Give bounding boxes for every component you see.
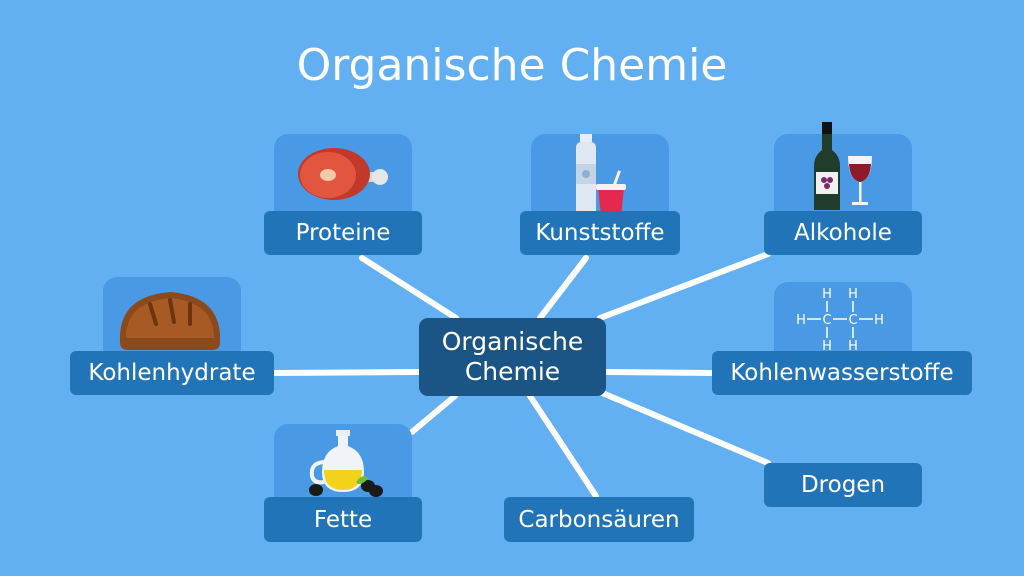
ethane-structure-icon: H H H C C H H H (796, 287, 884, 354)
formula-h-left: H (796, 313, 806, 328)
wine-bottle-glass-icon (814, 122, 872, 210)
ham-icon (298, 148, 388, 200)
link-drogen (597, 389, 771, 466)
oil-jug-olives-icon (309, 430, 383, 497)
center-node-line2: Chemie (464, 357, 561, 386)
link-fette (409, 393, 458, 435)
formula-h-bottom-left: H (822, 339, 832, 354)
alkohole-tile (774, 134, 912, 224)
link-alkohole (597, 251, 771, 321)
fette-label: Fette (264, 497, 422, 542)
kohlenhydrate-label: Kohlenhydrate (70, 351, 274, 395)
kohlenwasserstoffe-label: Kohlenwasserstoffe (712, 351, 972, 395)
formula-c-left: C (822, 313, 831, 328)
formula-h-top-left: H (822, 287, 832, 302)
formula-h-top-right: H (848, 287, 858, 302)
kunststoffe-label: Kunststoffe (520, 211, 680, 255)
link-kohlenhydrate (272, 369, 422, 376)
diagram-title: Organische Chemie (296, 40, 728, 91)
proteine-label: Proteine (264, 211, 422, 255)
bread-icon (119, 292, 221, 350)
link-carbonsaeuren (527, 393, 599, 499)
formula-h-bottom-right: H (848, 339, 858, 354)
link-kunststoffe (537, 255, 589, 321)
plastic-bottle-cup-icon (576, 134, 626, 216)
formula-h-right: H (874, 313, 884, 328)
carbonsaeuren-label: Carbonsäuren (504, 497, 694, 542)
alkohole-label: Alkohole (764, 211, 922, 255)
center-node: Organische Chemie (419, 318, 606, 396)
formula-c-right: C (848, 313, 857, 328)
center-node-line1: Organische (441, 327, 584, 356)
link-kohlenwasserstoffe (603, 369, 715, 376)
link-proteine (359, 255, 459, 321)
drogen-label: Drogen (764, 463, 922, 507)
kunststoffe-tile (531, 134, 669, 224)
